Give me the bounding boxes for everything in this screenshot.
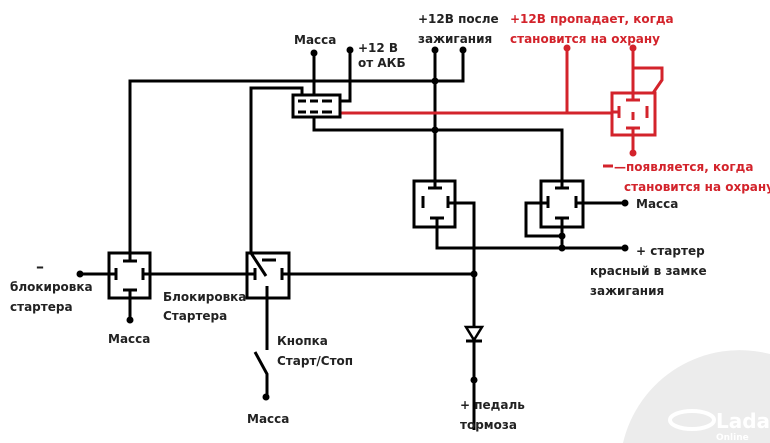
label-block-relay: Блокировка [163,290,246,304]
label-alarm-plus: становится на охрану [510,32,660,46]
svg-text:Lada: Lada [716,409,770,433]
relay-starter-block [245,251,291,300]
svg-text:Online: Online [716,433,749,443]
label-alarm-plus: +12В пропадает, когда [510,12,674,26]
label-alarm-minus: становится на охрану [624,180,770,194]
labels: Масса +12 В от АКБ +12В после зажигания … [10,12,770,432]
watermark-logo: Lada Online [623,350,770,443]
label-ignition: зажигания [418,32,492,46]
label-akb: от АКБ [358,56,406,70]
label-block: блокировка [10,280,93,294]
top-connector [291,93,342,119]
relay-1 [412,179,457,229]
label-starter: зажигания [590,284,664,298]
label-ignition: +12В после [418,12,499,26]
label-alarm-minus: —появляется, когда [614,160,753,174]
label-start-stop: Кнопка [277,334,328,348]
alarm-relay [610,91,657,137]
label-block: стартера [10,300,73,314]
label-massa-bottom: Масса [247,412,289,426]
diode [463,325,485,343]
label-starter: красный в замке [590,264,707,278]
label-start-stop: Старт/Стоп [277,354,353,368]
label-brake: тормоза [460,418,517,432]
label-massa-top: Масса [294,33,336,47]
label-block-relay: Стартера [163,309,227,323]
label-starter: + стартер [636,244,705,258]
label-massa-left: Масса [108,332,150,346]
label-brake: + педаль [460,398,525,412]
wires [80,50,625,430]
label-massa-right: Масса [636,197,678,211]
relay-a [107,251,152,300]
label-akb: +12 В [358,41,398,55]
relay-2 [539,179,585,229]
junction-dots [76,44,637,401]
label-block-minus: – [36,257,44,276]
